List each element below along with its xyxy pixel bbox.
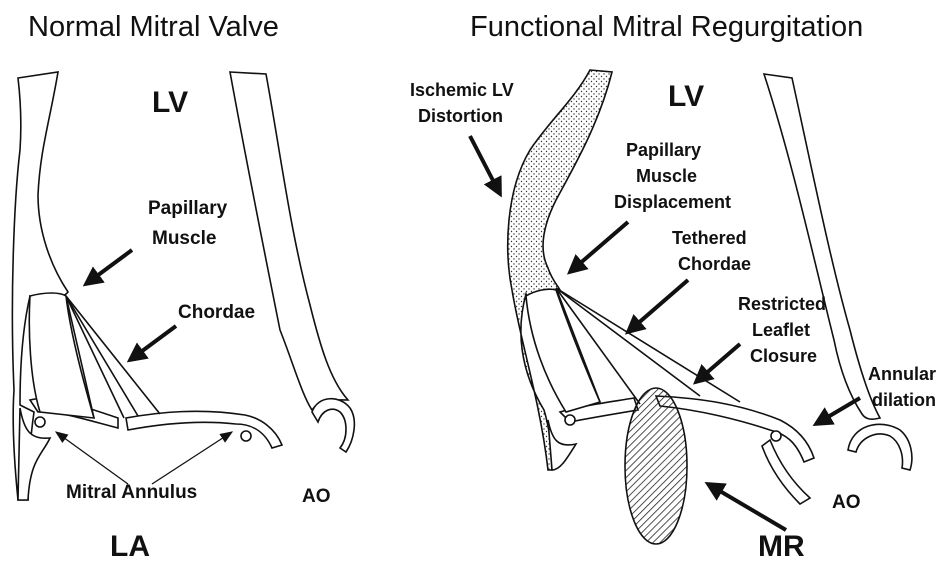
right-mr-label: MR — [758, 530, 805, 563]
left-ao-label: AO — [302, 486, 331, 507]
right-ischemic-label-1: Ischemic LV — [410, 80, 514, 100]
right-annulus-base — [548, 420, 576, 470]
right-annular-label-2: dilation — [872, 390, 936, 410]
right-ao-label: AO — [832, 492, 861, 513]
right-mr-arrow — [708, 484, 786, 530]
right-pm-disp-label-3: Displacement — [614, 192, 731, 212]
right-restricted-arrow — [696, 344, 740, 382]
left-annulus-arrow-anterior — [152, 432, 232, 484]
left-anterior-leaflet — [126, 411, 282, 448]
left-panel-title: Normal Mitral Valve — [28, 11, 279, 43]
right-restricted-label-2: Leaflet — [752, 320, 810, 340]
right-pm-disp-label-1: Papillary — [626, 140, 701, 160]
mr-jet — [625, 388, 687, 544]
right-tethered-arrow — [628, 280, 688, 332]
right-annular-arrow — [816, 398, 860, 424]
right-aortic-root — [848, 424, 912, 470]
right-lv-anterior-wall — [764, 74, 880, 419]
right-pm-disp-label-2: Muscle — [636, 166, 697, 186]
right-annulus-ring-posterior — [565, 415, 575, 425]
left-mitral-annulus-label: Mitral Annulus — [66, 482, 197, 503]
left-panel: Normal Mitral Valve LV Papillary Muscle … — [12, 11, 354, 563]
right-tethered-label-1: Tethered — [672, 228, 747, 248]
right-panel: Functional Mitral Regurgitation LV Ische… — [410, 11, 936, 563]
left-papillary-label-2: Muscle — [152, 228, 216, 249]
right-tethered-label-2: Chordae — [678, 254, 751, 274]
right-annulus-ring-anterior — [771, 431, 781, 441]
left-chordae-label: Chordae — [178, 302, 255, 323]
left-annulus-arrow-posterior — [56, 432, 128, 484]
right-annular-label-1: Annular — [868, 364, 936, 384]
right-ischemic-label-2: Distortion — [418, 106, 503, 126]
right-lv-label: LV — [668, 80, 704, 113]
right-panel-title: Functional Mitral Regurgitation — [470, 11, 863, 43]
left-papillary-arrow — [86, 250, 132, 284]
left-lv-anterior-wall — [230, 72, 348, 410]
left-chordae-arrow — [130, 326, 176, 360]
left-annulus-ring-posterior — [35, 417, 45, 427]
left-lv-label: LV — [152, 86, 188, 119]
left-aortic-root — [312, 399, 354, 452]
right-restricted-label-3: Closure — [750, 346, 817, 366]
right-ischemic-arrow — [470, 136, 500, 194]
right-pm-disp-arrow — [570, 222, 628, 272]
left-annulus-ring-anterior — [241, 431, 251, 441]
left-la-label: LA — [110, 530, 150, 563]
left-chordae-body — [29, 293, 94, 418]
right-restricted-label-1: Restricted — [738, 294, 826, 314]
left-papillary-label-1: Papillary — [148, 198, 228, 219]
